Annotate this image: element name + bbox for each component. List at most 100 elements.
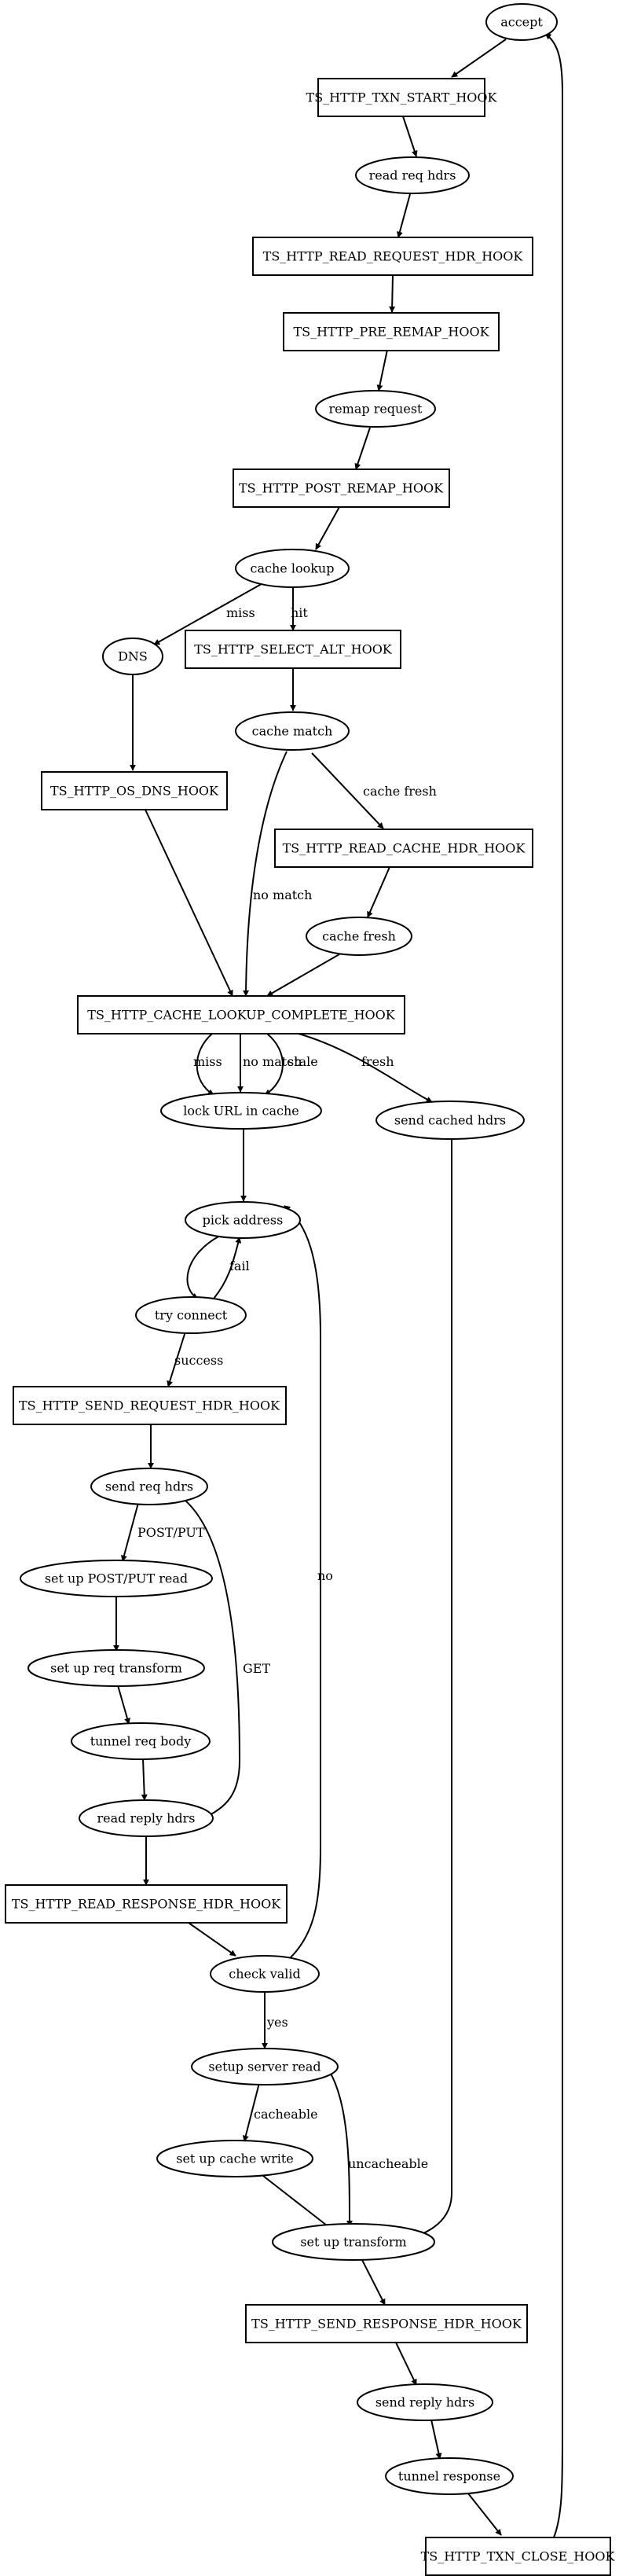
node-check-valid-label: check valid (229, 1967, 301, 1982)
edge-labels: miss hit cache fresh no match miss no ma… (137, 605, 437, 2171)
node-check-valid: check valid (210, 1955, 320, 1993)
node-tunnel-req-body-label: tunnel req body (90, 1734, 192, 1749)
node-read-request-hdr-hook-label: TS_HTTP_READ_REQUEST_HDR_HOOK (263, 249, 524, 264)
node-tunnel-req-body: tunnel req body (71, 1722, 211, 1760)
node-send-response-hdr-hook-label: TS_HTTP_SEND_RESPONSE_HDR_HOOK (251, 2317, 522, 2332)
node-cache-lookup-label: cache lookup (251, 561, 335, 576)
node-pick-address-label: pick address (203, 1213, 284, 1228)
edge-remap-post-remap (354, 427, 371, 470)
edge-lookup-complete-lock-stale (264, 1033, 284, 1096)
edge-read-cache-cache-fresh (367, 866, 390, 918)
node-setup-transform-label: set up transform (300, 2235, 406, 2250)
node-read-reply-hdrs-label: read reply hdrs (97, 1811, 196, 1826)
node-cache-match-label: cache match (252, 724, 333, 739)
node-read-cache-hdr-hook-label: TS_HTTP_READ_CACHE_HDR_HOOK (283, 841, 526, 856)
edge-cache-match-lookup-complete (243, 751, 288, 997)
node-send-request-hdr-hook-label: TS_HTTP_SEND_REQUEST_HDR_HOOK (19, 1398, 280, 1413)
edge-cache-fresh-lookup-complete (266, 954, 340, 997)
edge-cache-match-read-cache (311, 752, 384, 829)
edge-label-get: GET (243, 1661, 270, 1676)
node-cache-match: cache match (235, 711, 350, 751)
node-txn-close-hook: TS_HTTP_TXN_CLOSE_HOOK (421, 2537, 616, 2576)
edge-send-response-hook-send-reply (395, 2342, 417, 2386)
edge-setup-transform-send-response-hook (361, 2258, 386, 2306)
node-remap-request: remap request (315, 390, 436, 428)
node-read-reply-hdrs: read reply hdrs (79, 1799, 214, 1837)
edge-label-no: no (317, 1568, 333, 1583)
node-accept: accept (485, 3, 558, 41)
node-read-response-hdr-hook: TS_HTTP_READ_RESPONSE_HDR_HOOK (5, 1884, 288, 1924)
edge-read-req-hook (397, 193, 411, 238)
node-pre-remap-hook-label: TS_HTTP_PRE_REMAP_HOOK (293, 325, 489, 340)
node-send-cached-hdrs: send cached hdrs (375, 1101, 525, 1140)
edge-label-post-put: POST/PUT (137, 1525, 205, 1540)
node-send-req-hdrs-label: send req hdrs (105, 1479, 193, 1494)
node-setup-cache-write-label: set up cache write (176, 2152, 294, 2166)
edge-response-hook-check-valid (188, 1922, 236, 1957)
node-dns-label: DNS (118, 649, 148, 664)
edge-cache-write-setup-transform (262, 2175, 335, 2232)
edge-label-miss-dns: miss (226, 605, 255, 620)
edge-pre-remap-remap (376, 349, 388, 391)
node-send-cached-hdrs-label: send cached hdrs (394, 1113, 506, 1128)
node-setup-transform: set up transform (272, 2223, 435, 2261)
node-txn-start-hook: TS_HTTP_TXN_START_HOOK (306, 78, 498, 117)
node-select-alt-hook: TS_HTTP_SELECT_ALT_HOOK (185, 630, 401, 669)
edge-label-yes: yes (266, 2015, 288, 2030)
edge-tunnel-read-reply (141, 1758, 148, 1801)
node-cache-lookup-complete-hook-label: TS_HTTP_CACHE_LOOKUP_COMPLETE_HOOK (87, 1008, 396, 1023)
edge-os-dns-lookup-complete (145, 809, 233, 997)
node-setup-server-read-label: setup server read (208, 2060, 320, 2074)
edge-pick-try-connect (186, 1235, 221, 1299)
node-pick-address: pick address (185, 1201, 301, 1239)
edge-label-uncacheable: uncacheable (348, 2156, 428, 2171)
edge-lookup-complete-send-cached (298, 1033, 433, 1103)
node-tunnel-response: tunnel response (385, 2457, 514, 2495)
node-try-connect-label: try connect (155, 1308, 228, 1323)
edge-try-connect-send-req-hook (167, 1331, 186, 1387)
edge-txn-close-accept (544, 33, 563, 2538)
node-accept-label: accept (500, 15, 543, 30)
node-setup-server-read: setup server read (191, 2048, 339, 2085)
edge-send-req-hdrs-post-put (121, 1502, 139, 1562)
edge-accept-txn-start (451, 39, 507, 78)
node-post-remap-hook-label: TS_HTTP_POST_REMAP_HOOK (239, 481, 444, 496)
node-select-alt-hook-label: TS_HTTP_SELECT_ALT_HOOK (194, 642, 393, 657)
node-send-reply-hdrs-label: send reply hdrs (375, 2395, 474, 2410)
node-send-response-hdr-hook: TS_HTTP_SEND_RESPONSE_HDR_HOOK (245, 2304, 528, 2343)
node-cache-lookup-complete-hook: TS_HTTP_CACHE_LOOKUP_COMPLETE_HOOK (77, 995, 405, 1034)
node-send-reply-hdrs: send reply hdrs (357, 2383, 493, 2421)
node-send-req-hdrs: send req hdrs (90, 1468, 208, 1505)
node-os-dns-hook-label: TS_HTTP_OS_DNS_HOOK (50, 784, 219, 799)
nodes: accept TS_HTTP_TXN_START_HOOK read req h… (5, 3, 616, 2576)
edge-lookup-complete-lock-miss (196, 1033, 214, 1096)
node-read-req-hdrs: read req hdrs (355, 156, 470, 194)
node-read-cache-hdr-hook: TS_HTTP_READ_CACHE_HDR_HOOK (274, 829, 533, 868)
edge-tunnel-txn-close (467, 2493, 502, 2536)
edge-send-cached-setup-transform (394, 1140, 452, 2245)
edge-post-remap-cache-lookup (315, 506, 340, 550)
node-read-req-hdrs-label: read req hdrs (369, 168, 456, 183)
node-read-response-hdr-hook-label: TS_HTTP_READ_RESPONSE_HDR_HOOK (12, 1897, 281, 1912)
node-read-request-hdr-hook: TS_HTTP_READ_REQUEST_HDR_HOOK (252, 237, 533, 276)
edge-label-cacheable: cacheable (254, 2107, 318, 2122)
edge-server-read-cache-write (242, 2082, 260, 2142)
edge-check-valid-pick-no (284, 1205, 321, 1958)
node-setup-post-put-read-label: set up POST/PUT read (45, 1571, 188, 1586)
node-try-connect: try connect (135, 1296, 247, 1334)
node-txn-close-hook-label: TS_HTTP_TXN_CLOSE_HOOK (421, 2549, 616, 2564)
edge-label-cache-fresh: cache fresh (363, 784, 437, 799)
node-txn-start-hook-label: TS_HTTP_TXN_START_HOOK (306, 90, 498, 105)
node-post-remap-hook: TS_HTTP_POST_REMAP_HOOK (233, 469, 450, 508)
node-lock-url: lock URL in cache (160, 1092, 322, 1130)
node-setup-cache-write: set up cache write (156, 2140, 313, 2177)
edge-send-req-hdrs-read-reply-get (180, 1496, 241, 1820)
node-setup-post-put-read: set up POST/PUT read (20, 1560, 213, 1597)
node-pre-remap-hook: TS_HTTP_PRE_REMAP_HOOK (283, 312, 500, 351)
node-dns: DNS (102, 638, 163, 675)
edge-label-no-match-cache-match: no match (253, 887, 312, 902)
edge-try-connect-pick-fail (213, 1237, 242, 1299)
edge-label-hit: hit (291, 605, 308, 620)
edge-label-stale: stale (288, 1054, 318, 1069)
